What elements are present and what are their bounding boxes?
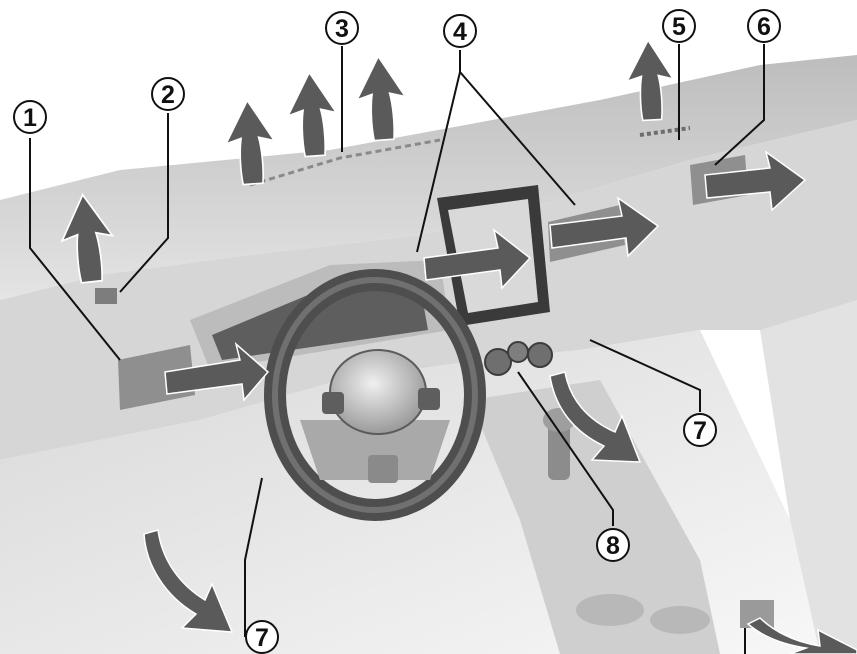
callout-label: 5 — [672, 13, 686, 41]
callout-label: 3 — [335, 15, 349, 43]
callout-7-right: 7 — [684, 414, 716, 446]
callout-4: 4 — [444, 15, 476, 47]
climate-knob-center — [508, 342, 528, 362]
steering-column — [368, 455, 398, 483]
side-window-demist-vent — [95, 288, 117, 304]
callout-label: 6 — [757, 13, 771, 41]
callout-label: 2 — [161, 81, 175, 109]
callout-8: 8 — [597, 529, 629, 561]
callout-2: 2 — [152, 78, 184, 110]
steering-wheel-hub — [330, 350, 426, 434]
callout-label: 7 — [693, 417, 707, 445]
cup-holder — [650, 606, 710, 634]
steering-buttons-left — [322, 392, 344, 414]
callout-label: 7 — [255, 624, 269, 652]
callout-1: 1 — [14, 101, 46, 133]
callout-label: 1 — [23, 104, 37, 132]
callout-label: 4 — [453, 18, 467, 46]
callout-6: 6 — [748, 10, 780, 42]
climate-knob-right — [528, 343, 552, 367]
cup-holder — [576, 594, 644, 626]
callout-5: 5 — [663, 10, 695, 42]
callout-7-left: 7 — [246, 621, 278, 653]
callout-3: 3 — [326, 12, 358, 44]
steering-buttons-right — [418, 388, 440, 410]
callout-label: 8 — [606, 532, 620, 560]
